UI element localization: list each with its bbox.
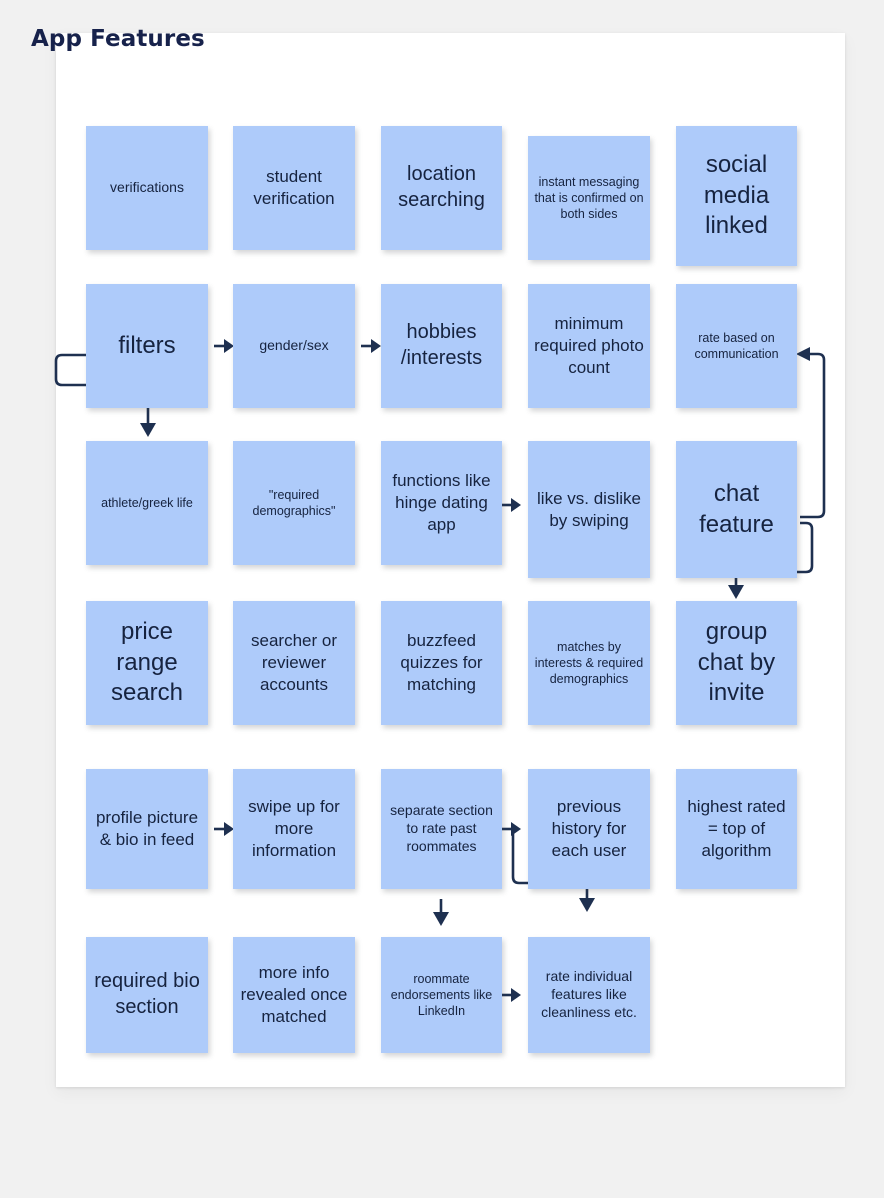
node-student-verification[interactable]: student verification — [233, 126, 355, 250]
edge-separate-section-to-roommate-endorsements — [433, 899, 449, 926]
node-previous-history[interactable]: previous history for each user — [528, 769, 650, 889]
node-instant-messaging[interactable]: instant messaging that is confirmed on b… — [528, 136, 650, 260]
node-label: chat feature — [699, 479, 774, 538]
node-label: verifications — [110, 179, 184, 196]
node-separate-rate-section[interactable]: separate section to rate past roommates — [381, 769, 502, 889]
node-label: highest rated = top of algorithm — [687, 797, 786, 860]
node-label: more info revealed once matched — [240, 963, 348, 1026]
node-label: social media linked — [703, 150, 770, 240]
node-label: price range search — [110, 617, 184, 707]
node-athlete-greek-life[interactable]: athlete/greek life — [86, 441, 208, 565]
node-matches-by-interests[interactable]: matches by interests & required demograp… — [528, 601, 650, 725]
node-searcher-reviewer-accounts[interactable]: searcher or reviewer accounts — [233, 601, 355, 725]
node-label: gender/sex — [259, 337, 329, 354]
node-functions-like-hinge[interactable]: functions like hinge dating app — [381, 441, 502, 565]
page-title: App Features — [31, 26, 205, 52]
node-label: rate based on communication — [694, 331, 779, 361]
node-verifications[interactable]: verifications — [86, 126, 208, 250]
node-label: profile picture & bio in feed — [95, 808, 199, 849]
node-social-media-linked[interactable]: social media linked — [676, 126, 797, 266]
node-hobbies-interests[interactable]: hobbies /interests — [381, 284, 502, 408]
node-label: like vs. dislike by swiping — [537, 488, 641, 530]
node-label: hobbies /interests — [400, 321, 483, 369]
node-label: "required demographics" — [252, 488, 336, 518]
edge-profile-bio-to-swipe-up — [214, 822, 234, 836]
node-label: swipe up for more information — [248, 797, 340, 860]
node-label: instant messaging that is confirmed on b… — [534, 175, 644, 221]
node-label: location searching — [398, 163, 485, 211]
node-more-info-once-matched[interactable]: more info revealed once matched — [233, 937, 355, 1053]
node-location-searching[interactable]: location searching — [381, 126, 502, 250]
node-chat-feature[interactable]: chat feature — [676, 441, 797, 578]
node-group-chat-by-invite[interactable]: group chat by invite — [676, 601, 797, 725]
node-label: searcher or reviewer accounts — [251, 631, 337, 694]
node-label: student verification — [253, 167, 335, 208]
node-roommate-endorsements[interactable]: roommate endorsements like LinkedIn — [381, 937, 502, 1053]
node-required-demographics[interactable]: "required demographics" — [233, 441, 355, 565]
node-label: group chat by invite — [697, 617, 776, 707]
node-gender-sex[interactable]: gender/sex — [233, 284, 355, 408]
node-label: minimum required photo count — [534, 314, 644, 377]
node-required-bio-section[interactable]: required bio section — [86, 937, 208, 1053]
node-label: athlete/greek life — [101, 496, 193, 510]
node-like-vs-dislike[interactable]: like vs. dislike by swiping — [528, 441, 650, 578]
node-label: separate section to rate past roommates — [390, 802, 493, 854]
node-profile-picture-bio[interactable]: profile picture & bio in feed — [86, 769, 208, 889]
node-label: required bio section — [94, 970, 200, 1018]
node-label: previous history for each user — [551, 797, 627, 860]
edge-chat-feature-to-rate-based-communication — [796, 347, 826, 519]
node-rate-individual-features[interactable]: rate individual features like cleanlines… — [528, 937, 650, 1053]
edge-filters-to-gender-sex — [214, 339, 234, 353]
node-label: buzzfeed quizzes for matching — [400, 631, 483, 694]
node-price-range-search[interactable]: price range search — [86, 601, 208, 725]
node-rate-based-communication[interactable]: rate based on communication — [676, 284, 797, 408]
node-highest-rated-top[interactable]: highest rated = top of algorithm — [676, 769, 797, 889]
node-label: rate individual features like cleanlines… — [541, 968, 637, 1020]
node-filters[interactable]: filters — [86, 284, 208, 408]
edge-roommate-endorsements-to-rate-individual — [502, 988, 521, 1002]
node-label: functions like hinge dating app — [392, 471, 491, 534]
edge-hinge-to-like-dislike — [502, 498, 521, 512]
node-label: filters — [118, 331, 176, 359]
node-minimum-photo-count[interactable]: minimum required photo count — [528, 284, 650, 408]
node-label: roommate endorsements like LinkedIn — [390, 972, 493, 1018]
node-swipe-up-more-info[interactable]: swipe up for more information — [233, 769, 355, 889]
node-buzzfeed-quizzes[interactable]: buzzfeed quizzes for matching — [381, 601, 502, 725]
edge-gender-sex-to-hobbies — [361, 339, 381, 353]
node-label: matches by interests & required demograp… — [534, 640, 644, 686]
